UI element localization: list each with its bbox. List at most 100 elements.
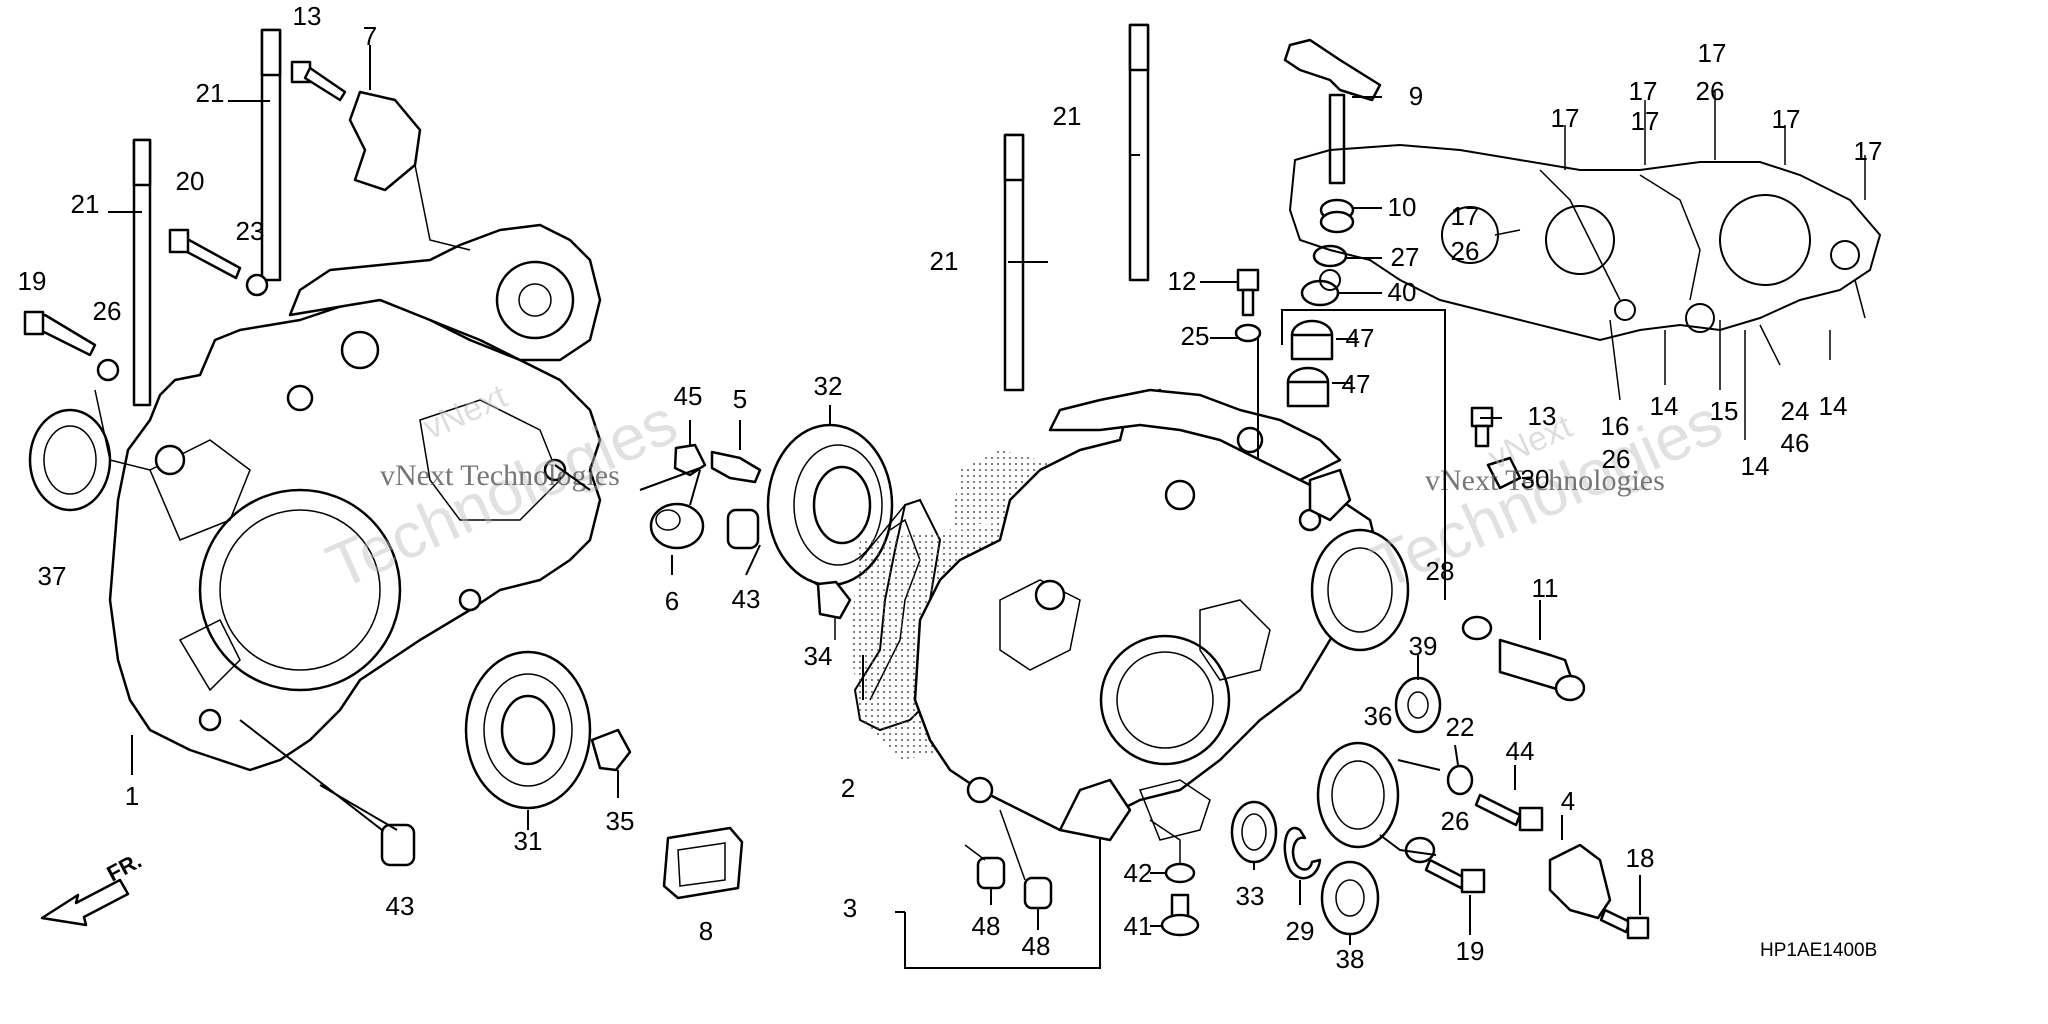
callout-43a: 43 [732, 584, 761, 614]
dowel-48-a [976, 856, 1006, 890]
bolt-20 [168, 228, 242, 280]
washer-42 [1164, 862, 1196, 884]
bolt-41 [1160, 893, 1200, 937]
callout-6: 6 [665, 586, 679, 616]
stud-bolt-left-2 [260, 28, 282, 282]
stud-bolt-right-2 [1128, 23, 1150, 282]
callout-14b: 14 [1741, 451, 1770, 481]
callout-1: 1 [125, 781, 139, 811]
bearing-33 [1230, 800, 1278, 864]
washer-25 [1234, 323, 1262, 343]
shift-arm-9 [1283, 38, 1382, 185]
callout-48b: 48 [1022, 931, 1051, 961]
callout-21d: 21 [930, 246, 959, 276]
callout-44: 44 [1506, 736, 1535, 766]
callout-9: 9 [1409, 81, 1423, 111]
callout-19a: 19 [18, 266, 47, 296]
dowel-43-mid [726, 508, 760, 550]
callout-33: 33 [1236, 881, 1265, 911]
oil-seal-36 [1316, 741, 1400, 849]
bolt-19-left [23, 310, 97, 357]
seal-38 [1320, 860, 1380, 936]
callout-4: 4 [1561, 786, 1575, 816]
watermark-secondary-right: vNext Technologies [1425, 464, 1665, 497]
holder-4 [1548, 843, 1612, 920]
callout-3: 3 [843, 893, 857, 923]
bracket-7 [348, 90, 422, 192]
callout-30: 30 [1521, 464, 1550, 494]
callout-38: 38 [1336, 944, 1365, 974]
bearing-47-b [1286, 366, 1330, 408]
callout-37: 37 [38, 561, 67, 591]
callout-11: 11 [1532, 573, 1559, 603]
callout-20: 20 [176, 166, 205, 196]
plug-6 [649, 502, 705, 550]
callout-17b: 17 [1629, 76, 1658, 106]
callout-40: 40 [1388, 277, 1417, 307]
callout-35: 35 [606, 806, 635, 836]
callout-46: 46 [1781, 428, 1810, 458]
bolt-19-right [1424, 858, 1486, 894]
callout-24: 24 [1781, 396, 1810, 426]
callout-47a: 47 [1346, 323, 1375, 353]
washer-26-mid [1404, 836, 1436, 864]
callout-7: 7 [363, 21, 377, 51]
callout-5: 5 [733, 384, 747, 414]
callout-17d: 17 [1631, 106, 1660, 136]
callout-22: 22 [1446, 712, 1475, 742]
washer-23 [245, 273, 269, 297]
callout-26d: 26 [1602, 444, 1631, 474]
callout-45: 45 [674, 381, 703, 411]
left-crankcase-half [108, 223, 602, 772]
callout-26b: 26 [1696, 76, 1725, 106]
right-crankcase-half [850, 388, 1410, 842]
callout-17g: 17 [1854, 136, 1883, 166]
diagram-code: HP1AE1400B [1760, 940, 1877, 961]
front-direction-arrow-icon: FR. [40, 848, 146, 927]
callout-15: 15 [1710, 396, 1739, 426]
switch-11 [1498, 638, 1586, 702]
callout-26a: 26 [93, 296, 122, 326]
callout-42: 42 [1124, 858, 1153, 888]
callout-14c: 14 [1819, 391, 1848, 421]
callout-31: 31 [514, 826, 543, 856]
sensor-45 [673, 443, 707, 477]
washer-28 [1461, 615, 1493, 641]
seal-39 [1394, 676, 1442, 734]
spring-10 [1319, 198, 1355, 234]
callout-47b: 47 [1342, 369, 1371, 399]
clip-30 [1486, 456, 1522, 490]
callout-18: 18 [1626, 843, 1655, 873]
callout-17c: 17 [1698, 38, 1727, 68]
fitting-5 [710, 450, 762, 484]
callout-12: 12 [1168, 266, 1197, 296]
dowel-43-bottom [380, 823, 416, 867]
bolt-13-top [290, 60, 347, 102]
callout-17f: 17 [1451, 201, 1480, 231]
bearing-31 [464, 650, 592, 810]
callout-34: 34 [804, 641, 833, 671]
callout-21a: 21 [71, 189, 100, 219]
callout-43b: 43 [386, 891, 415, 921]
callout-25: 25 [1181, 321, 1210, 351]
callout-21c: 21 [1053, 101, 1082, 131]
front-direction-label: FR. [103, 848, 146, 887]
callout-13b: 13 [1528, 401, 1557, 431]
callout-17a: 17 [1551, 103, 1580, 133]
callout-28: 28 [1426, 556, 1455, 586]
callout-16: 16 [1601, 411, 1630, 441]
seal-40 [1300, 279, 1340, 307]
stud-bolt-left-1 [132, 138, 152, 407]
dowel-48-b [1023, 876, 1053, 910]
callout-36: 36 [1364, 701, 1393, 731]
watermark-secondary-left: vNext Technologies [380, 459, 620, 492]
callout-39: 39 [1409, 631, 1438, 661]
callout-21b: 21 [196, 78, 225, 108]
stopper-35 [590, 728, 632, 772]
callout-41: 41 [1124, 911, 1153, 941]
bearing-47-a [1290, 319, 1334, 361]
callout-29: 29 [1286, 916, 1315, 946]
callout-10: 10 [1388, 192, 1417, 222]
